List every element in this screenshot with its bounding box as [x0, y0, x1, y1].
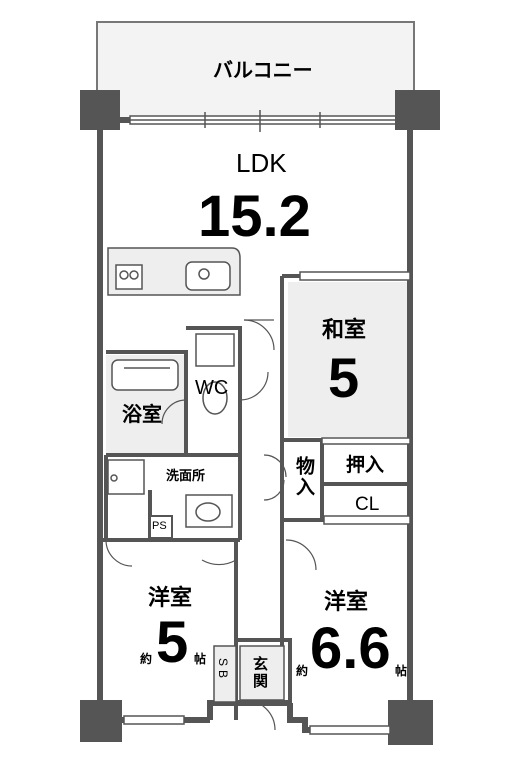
genkan-label: 玄関	[251, 656, 269, 690]
kitchen-counter	[107, 247, 241, 296]
youshitsu-left-approx: 約	[140, 652, 153, 666]
youshitsu-right-label: 洋室	[324, 590, 369, 615]
senmen-label: 洗面所	[166, 469, 206, 484]
ldk-label: LDK	[236, 148, 287, 178]
bath-label: 浴室	[122, 402, 162, 426]
ldk-size: 15.2	[198, 184, 311, 249]
balcony-area	[96, 21, 415, 121]
cl-label: CL	[355, 494, 380, 515]
bathtub	[111, 359, 179, 391]
pillars	[80, 90, 440, 745]
sliding-doors	[123, 271, 411, 735]
youshitsu-left-label: 洋室	[148, 586, 193, 611]
ps-box	[149, 515, 173, 539]
interior-walls	[100, 274, 410, 720]
youshitsu-left-size: 5	[156, 610, 189, 675]
monoire-label: 物入	[293, 456, 315, 498]
youshitsu-right-unit: 帖	[395, 664, 408, 678]
washitsu-size: 5	[328, 346, 360, 409]
oshiire-label: 押入	[346, 454, 385, 476]
youshitsu-right-size: 6.6	[310, 616, 391, 681]
washbasin	[107, 459, 233, 528]
sb-label: SB	[216, 658, 230, 683]
wc-label: WC	[195, 377, 229, 399]
ps-label: PS	[152, 520, 167, 532]
balcony-label: バルコニー	[213, 58, 313, 82]
youshitsu-left-unit: 帖	[194, 652, 207, 666]
youshitsu-right-approx: 約	[296, 664, 309, 678]
toilet-fixture	[195, 333, 235, 415]
washitsu-label: 和室	[322, 318, 367, 343]
entry-boxes	[213, 645, 285, 703]
